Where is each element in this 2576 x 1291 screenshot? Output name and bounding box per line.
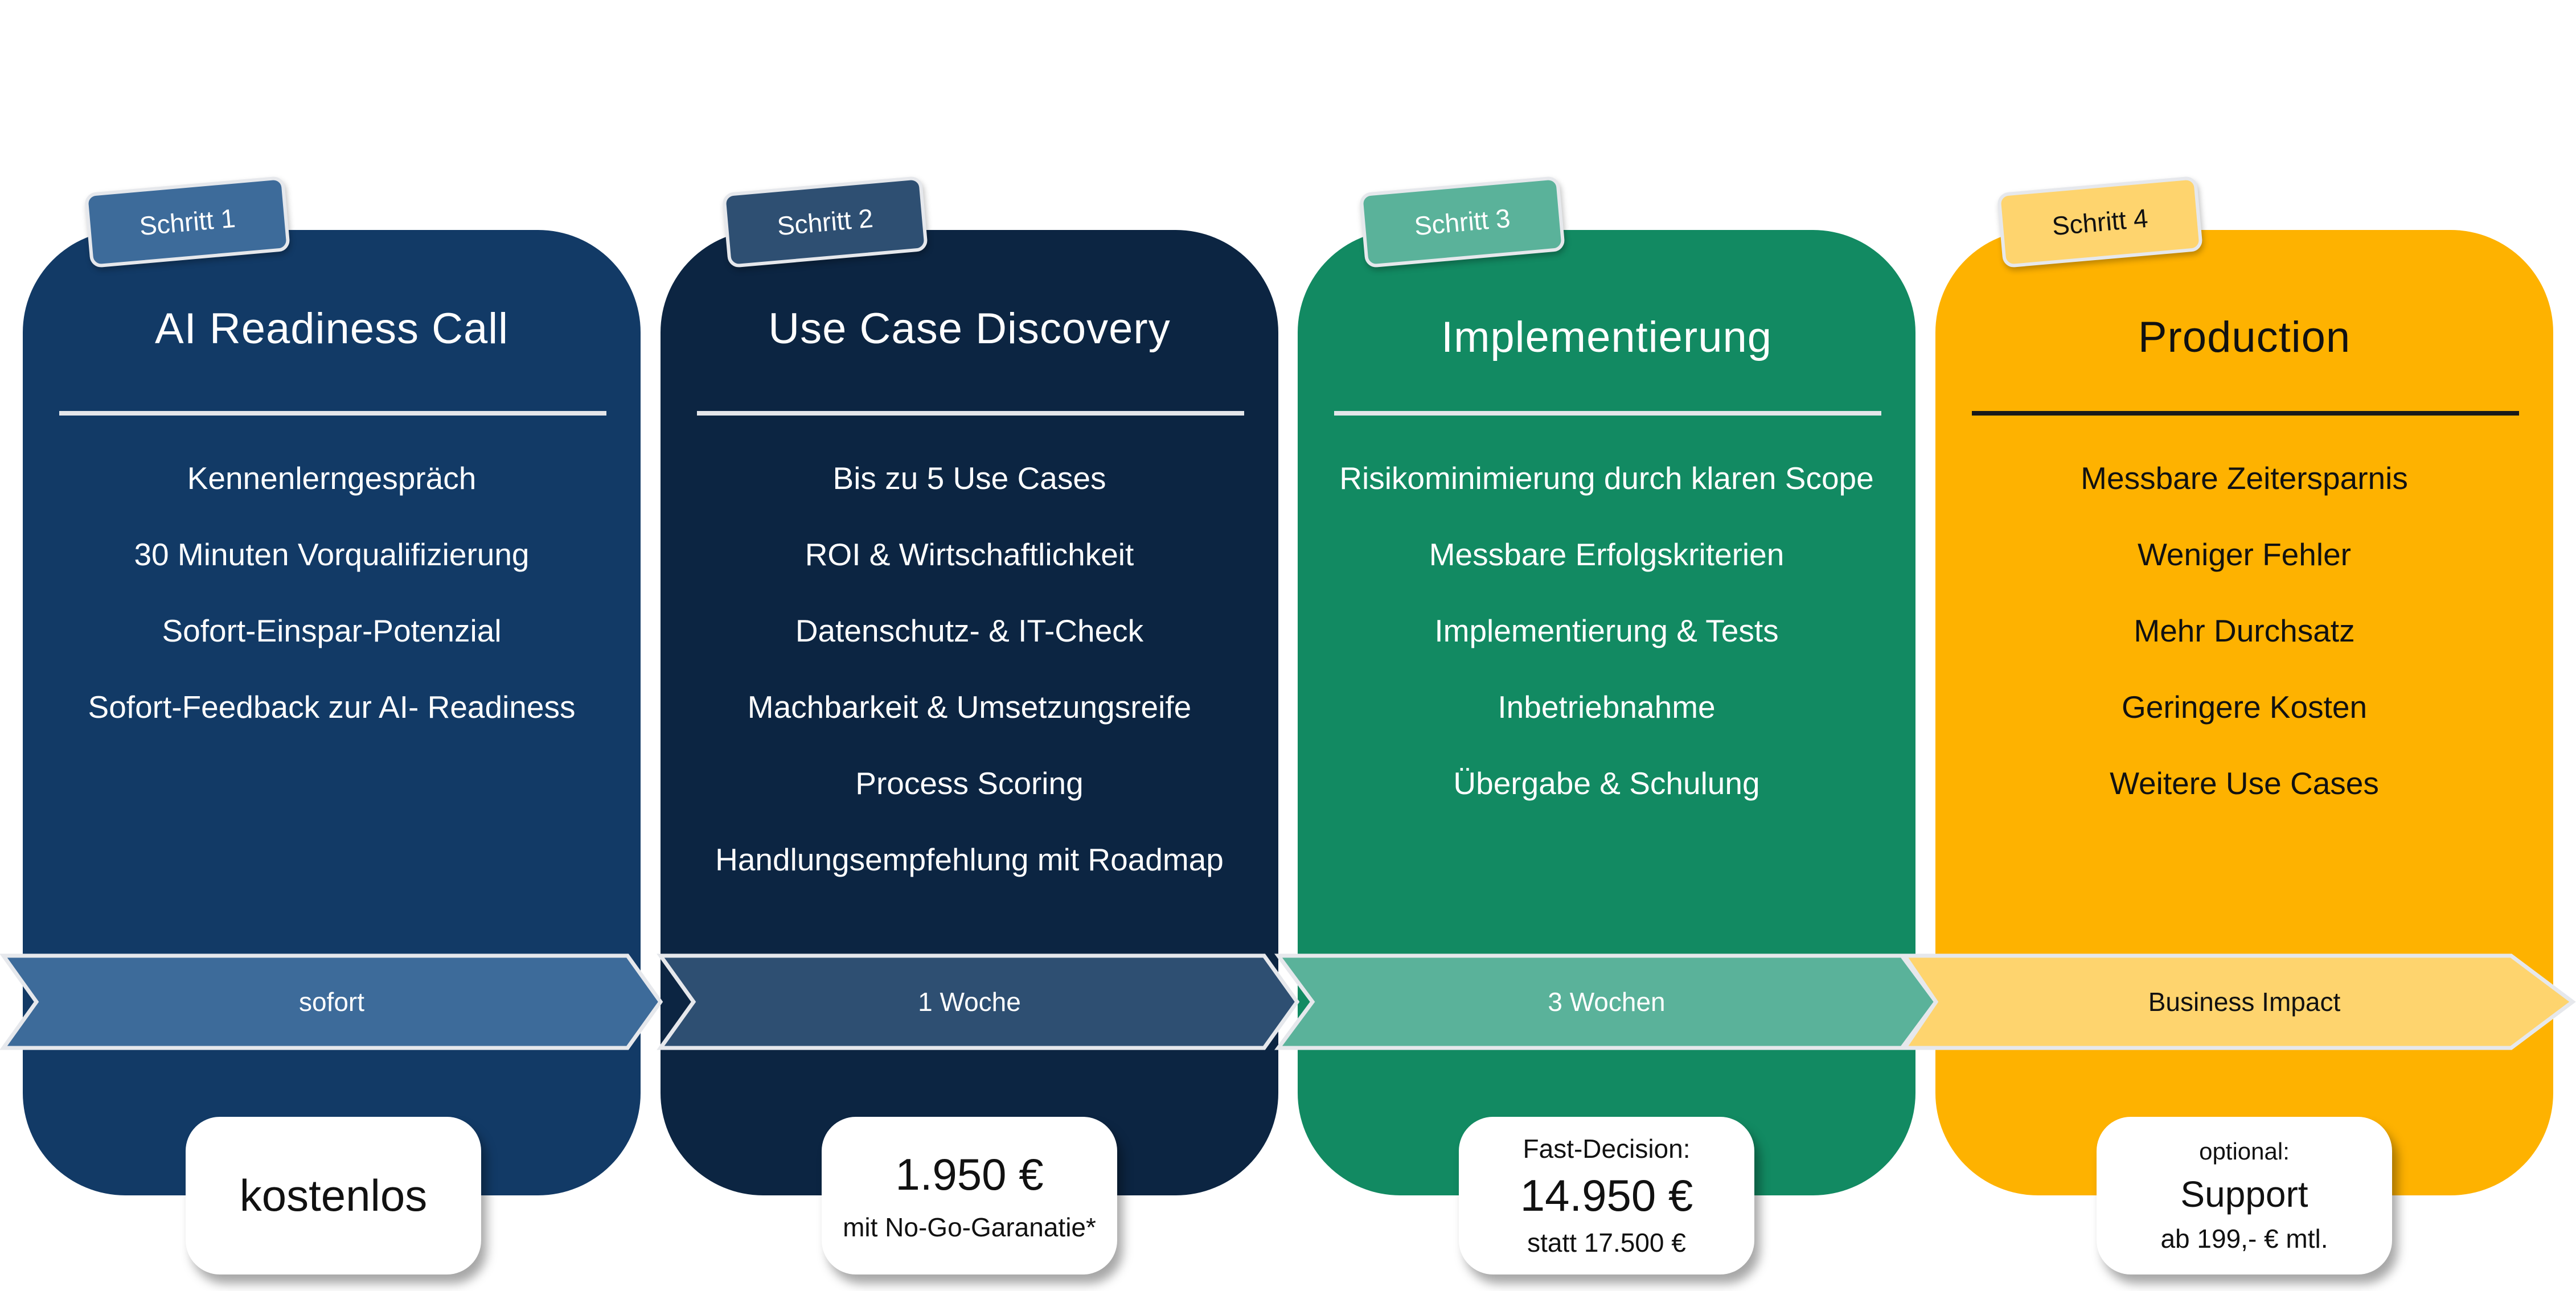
arrow-step-4 xyxy=(1901,953,2576,1050)
list-item: Weniger Fehler xyxy=(2138,537,2351,572)
list-item: Übergabe & Schulung xyxy=(1453,766,1760,801)
list-item: Handlungsempfehlung mit Roadmap xyxy=(715,842,1224,877)
list-item: Inbetriebnahme xyxy=(1498,689,1716,725)
price-box-2: 1.950 € mit No-Go-Garanatie* xyxy=(822,1117,1117,1274)
price-note: ab 199,- € mtl. xyxy=(2160,1223,2328,1253)
divider xyxy=(1334,411,1881,416)
step-title: Use Case Discovery xyxy=(768,305,1171,353)
divider xyxy=(1972,411,2519,416)
list-item: Implementierung & Tests xyxy=(1434,613,1779,648)
list-item: Messbare Zeitersparnis xyxy=(2081,461,2408,496)
divider xyxy=(59,411,606,416)
list-item: Bis zu 5 Use Cases xyxy=(832,461,1106,496)
arrow-step-3 xyxy=(1274,953,1939,1050)
list-item: Risikominimierung durch klaren Scope xyxy=(1339,461,1874,496)
list-item: Process Scoring xyxy=(855,766,1084,801)
step-title: Production xyxy=(2138,313,2351,361)
step-tab-4: Schritt 4 xyxy=(1996,175,2204,269)
price-main: kostenlos xyxy=(239,1170,428,1220)
arrow-step-2 xyxy=(657,953,1300,1050)
price-main: 1.950 € xyxy=(895,1149,1044,1199)
feature-list: Kennenlerngespräch 30 Minuten Vorqualifi… xyxy=(23,458,641,763)
list-item: Geringere Kosten xyxy=(2121,689,2368,725)
price-box-4: optional: Support ab 199,- € mtl. xyxy=(2097,1117,2392,1274)
step-tab-2: Schritt 2 xyxy=(721,175,929,269)
duration-label-4: Business Impact xyxy=(2148,987,2341,1017)
timeline-arrows xyxy=(0,953,2576,1050)
step-tab-3: Schritt 3 xyxy=(1359,175,1566,269)
list-item: Sofort-Feedback zur AI- Readiness xyxy=(88,689,576,725)
price-main: 14.950 € xyxy=(1520,1170,1693,1220)
arrow-step-1 xyxy=(0,953,663,1050)
feature-list: Risikominimierung durch klaren Scope Mes… xyxy=(1298,458,1915,839)
list-item: Kennenlerngespräch xyxy=(187,461,477,496)
step-title: AI Readiness Call xyxy=(154,305,509,353)
divider xyxy=(697,411,1244,416)
price-note: statt 17.500 € xyxy=(1527,1228,1686,1257)
list-item: Datenschutz- & IT-Check xyxy=(795,613,1144,648)
duration-label-2: 1 Woche xyxy=(918,987,1021,1017)
price-note: mit No-Go-Garanatie* xyxy=(843,1212,1096,1242)
list-item: Weitere Use Cases xyxy=(2110,766,2379,801)
list-item: 30 Minuten Vorqualifizierung xyxy=(134,537,530,572)
step-title: Implementierung xyxy=(1441,313,1773,361)
price-prefix: Fast-Decision: xyxy=(1523,1134,1691,1163)
step-tab-1: Schritt 1 xyxy=(84,175,291,269)
feature-list: Messbare Zeitersparnis Weniger Fehler Me… xyxy=(1935,458,2553,839)
list-item: ROI & Wirtschaftlichkeit xyxy=(805,537,1134,572)
list-item: Mehr Durchsatz xyxy=(2134,613,2355,648)
price-main: Support xyxy=(2180,1173,2308,1215)
list-item: Sofort-Einspar-Potenzial xyxy=(162,613,502,648)
price-box-1: kostenlos xyxy=(186,1117,481,1274)
feature-list: Bis zu 5 Use Cases ROI & Wirtschaftlichk… xyxy=(661,458,1278,915)
duration-label-3: 3 Wochen xyxy=(1548,987,1666,1017)
price-box-3: Fast-Decision: 14.950 € statt 17.500 € xyxy=(1459,1117,1754,1274)
list-item: Machbarkeit & Umsetzungsreife xyxy=(747,689,1192,725)
duration-label-1: sofort xyxy=(298,987,365,1017)
list-item: Messbare Erfolgskriterien xyxy=(1429,537,1785,572)
price-prefix: optional: xyxy=(2199,1137,2290,1165)
